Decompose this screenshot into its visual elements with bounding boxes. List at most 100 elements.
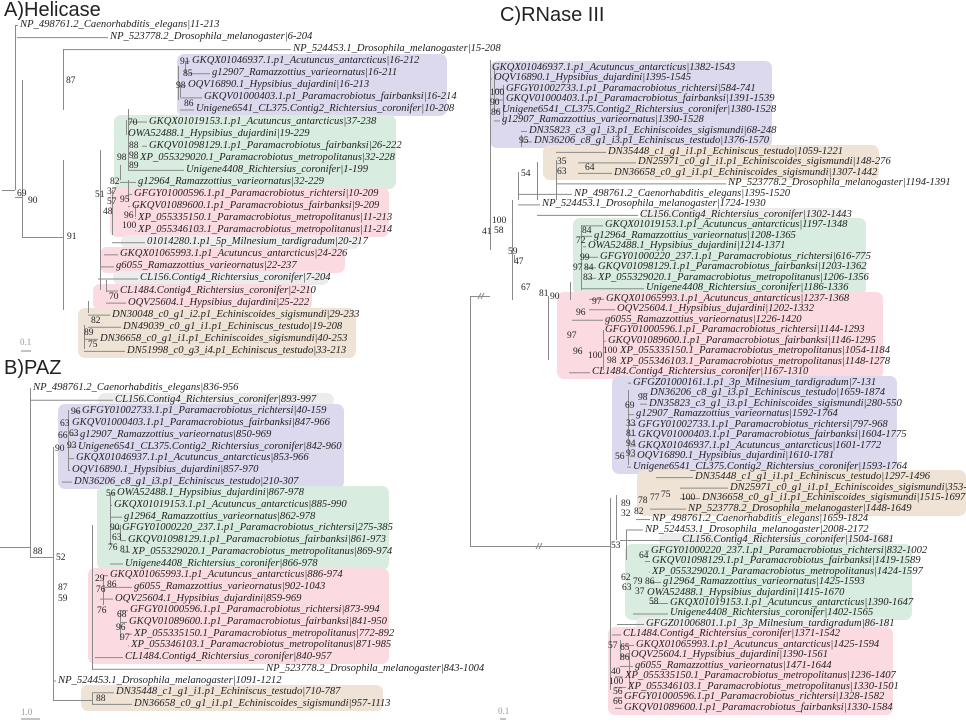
break-mark-icon	[480, 292, 485, 300]
leaf-label: XP_055329020.1_Paramacrobiotus_metropoli…	[652, 565, 923, 577]
bootstrap-value: 81	[626, 429, 636, 439]
bootstrap-value: 87	[66, 76, 76, 86]
leaf-label: CL156.Contig4_Richtersius_coronifer|893-…	[115, 393, 317, 405]
bootstrap-value: 89	[621, 499, 631, 509]
leaf-label: GKQV01098129.1.p1_Paramacrobiotus_fairba…	[149, 139, 402, 151]
leaf-label: NP_498761.2_Caenorhabditis_elegans|1659-…	[652, 513, 869, 525]
scale-bar-c: 0.1	[498, 706, 510, 716]
leaf-label: GKQX01019153.1.p1_Acutuncus_antarcticus|…	[670, 596, 914, 608]
leaf-label: NP_498761.2_Caenorhabditis_elegans|1395-…	[574, 187, 791, 199]
leaf-label: CL1484.Contig4_Richtersius_coronifer|116…	[592, 366, 809, 378]
leaf-label: GFGY01000220_237.1.p1_Paramacrobiotus_ri…	[600, 250, 871, 262]
bootstrap-value: 69	[17, 189, 27, 199]
leaf-label: CL156.Contig4_Richtersius_coronifer|1504…	[682, 534, 894, 546]
bootstrap-value: 47	[514, 257, 524, 267]
leaf-label: Unigene6541_CL375.Contig2_Richtersius_co…	[502, 103, 777, 115]
clade-box-gray	[113, 271, 329, 286]
clade-box-pink	[608, 627, 893, 715]
bootstrap-value: 41	[482, 227, 492, 237]
leaf-label: Unigene4408_Richtersius_coronifer|1186-1…	[646, 282, 849, 294]
bootstrap-value: 91	[67, 232, 77, 242]
bootstrap-value: 96	[116, 623, 126, 633]
bootstrap-value: 78	[638, 496, 648, 506]
bootstrap-value: 93	[67, 441, 77, 451]
leaf-label: NP_523778.2_Drosophila_melanogaster|1448…	[688, 502, 912, 514]
panel-c-title: C)RNase III	[500, 4, 605, 26]
bootstrap-value: 48	[103, 207, 113, 217]
bootstrap-value: 56	[613, 687, 623, 697]
leaf-label: GKQV01000403.1.p1_Paramacrobiotus_fairba…	[72, 417, 330, 429]
leaf-label: NP_524453.1_Drosophila_melanogaster|1724…	[542, 198, 766, 210]
bootstrap-value: 94	[626, 439, 636, 449]
leaf-label: OWA52488.1_Hypsibius_dujardini|1214-1371	[588, 240, 786, 252]
bootstrap-value: 37	[107, 187, 117, 197]
leaf-label: OQV16890.1_Hypsibius_dujardini|16-213	[188, 79, 370, 91]
leaf-label: GFGY01002733.1.p1_Paramacrobiotus_richte…	[506, 82, 756, 94]
bootstrap-value: 57	[107, 197, 117, 207]
leaf-label: OQV25604.1_Hypsibius_dujardini|25-222	[128, 296, 310, 308]
leaf-label: OQV16890.1_Hypsibius_dujardini|1610-1781	[637, 450, 835, 462]
bootstrap-value: 69	[625, 401, 635, 411]
bootstrap-value: 96	[71, 407, 81, 417]
leaf-label: OQV25604.1_Hypsibius_dujardini|1202-1332	[617, 303, 815, 315]
bootstrap-value: 100	[122, 221, 137, 231]
leaf-label: NP_523778.2_Drosophila_melanogaster|843-…	[266, 662, 485, 674]
leaf-label: g12907_Ramazzottius_varieornatus|1390-15…	[502, 114, 704, 126]
bootstrap-value: 100	[681, 493, 696, 503]
leaf-label: g12907_Ramazzottius_varieornatus|16-211	[212, 67, 398, 79]
bootstrap-value: 97	[592, 297, 602, 307]
leaf-label: g6055_Ramazzottius_varieornatus|22-237	[116, 260, 297, 272]
leaf-label: XP_055335150.1_Paramacrobiotus_metropoli…	[138, 212, 393, 224]
bootstrap-value: 63	[622, 583, 632, 593]
bootstrap-value: 51	[95, 190, 105, 200]
leaf-label: GKQX01046937.1.p1_Acutuncus_antarcticus|…	[492, 62, 736, 73]
bootstrap-value: 79	[633, 577, 643, 587]
bootstrap-value: 90	[550, 292, 560, 302]
leaf-label: XP_055346103.1_Paramacrobiotus_metropoli…	[628, 680, 899, 692]
bootstrap-value: 59	[508, 247, 518, 257]
bootstrap-value: 58	[649, 597, 659, 607]
bootstrap-value: 63	[60, 419, 70, 429]
leaf-label: DN35448_c1_g1_i1.p1_Echiniscus_testudo|1…	[608, 145, 844, 157]
bootstrap-value: 98	[176, 81, 186, 91]
bootstrap-value: 95	[120, 195, 130, 205]
clade-box-pink	[100, 247, 345, 274]
bootstrap-value: 88	[96, 694, 106, 704]
leaf-label: GKQV01000403.1.p1_Paramacrobiotus_fairba…	[506, 93, 775, 105]
bootstrap-value: 76	[108, 543, 118, 553]
leaf-label: GKQV01098129.1.p1_Paramacrobiotus_fairba…	[598, 261, 867, 273]
bootstrap-value: 40	[611, 667, 621, 677]
bootstrap-value: 70	[109, 292, 119, 302]
bootstrap-value: 76	[96, 585, 106, 595]
bootstrap-value: 87	[58, 583, 68, 593]
leaf-label: XP_055329020.1_Paramacrobiotus_metropoli…	[598, 271, 869, 283]
leaf-label: NP_498761.2_Caenorhabditis_elegans|11-21…	[20, 19, 220, 30]
bootstrap-value: 97	[567, 331, 577, 341]
bootstrap-value: 63	[557, 167, 567, 177]
leaf-label: CL1484.Contig4_Richtersius_coronifer|137…	[623, 628, 841, 640]
bootstrap-value: 37	[635, 587, 645, 597]
leaf-label: GFGY01000596.1.p1_Paramacrobiotus_richte…	[605, 324, 865, 336]
leaf-label: DN30048_c0_g1_i2.p1_Echiniscoides_sigism…	[112, 308, 360, 320]
leaf-label: DN35448_c1_g1_i1.p1_Echiniscus_testudo|1…	[695, 471, 931, 483]
bootstrap-value: 66	[58, 431, 68, 441]
leaf-label: OWA52488.1_Hypsibius_dujardini|1415-1670	[647, 586, 845, 598]
clade-box-gray	[121, 235, 360, 250]
bootstrap-value: 93	[626, 449, 636, 459]
leaf-label: GKQX01065993.1.p1_Acutuncus_antarcticus|…	[110, 569, 343, 581]
bootstrap-value: 82	[91, 316, 101, 326]
clade-box-tan	[543, 144, 879, 180]
leaf-label: g12907_Ramazzottius_varieornatus|1592-17…	[636, 408, 838, 420]
scale-bar-a: 0.1	[20, 337, 32, 347]
clade-box-gray	[98, 392, 334, 407]
bootstrap-value: 98	[607, 356, 617, 366]
leaf-label: g12964_Ramazzottius_varieornatus|32-229	[138, 175, 324, 187]
leaf-label: GFGY01000596.1.p1_Paramacrobiotus_richte…	[130, 604, 380, 616]
leaf-label: DN36206_c8_g1_i3.p1_Echiniscus_testudo|1…	[534, 135, 770, 147]
leaf-label: GKQV01089600.1.p1_Paramacrobiotus_fairba…	[608, 334, 876, 346]
leaf-label: GKQX01046937.1.p1_Acutuncus_antarcticus|…	[76, 452, 309, 464]
leaf-label: NP_523778.2_Drosophila_melanogaster|6-20…	[110, 31, 313, 43]
bootstrap-value: 96	[124, 211, 134, 221]
leaf-label: CL1484.Contig4_Richtersius_coronifer|2-2…	[120, 284, 316, 296]
